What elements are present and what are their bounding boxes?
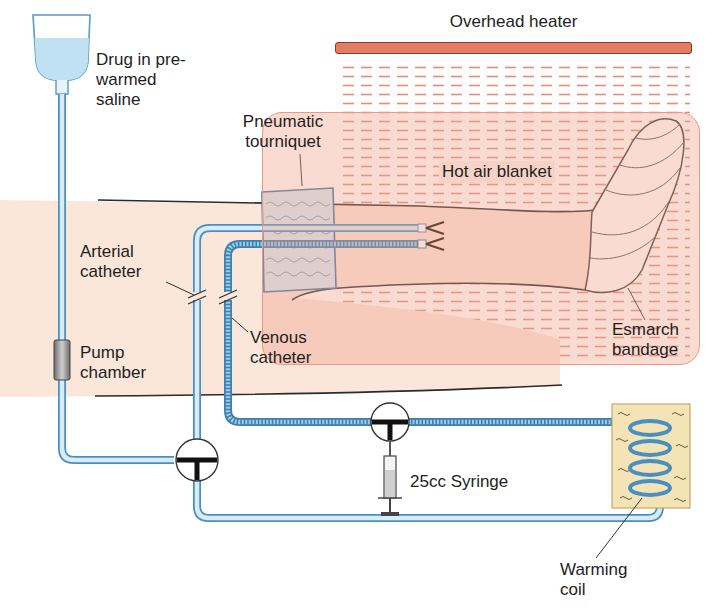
pump-chamber bbox=[54, 340, 70, 380]
stopcock-valve bbox=[176, 439, 218, 481]
warming-coil bbox=[612, 404, 690, 508]
part-label: Pump chamber bbox=[80, 343, 164, 383]
break-marks bbox=[188, 290, 237, 304]
drug-bottle bbox=[33, 15, 90, 94]
drug-label: Drug in pre-warmed saline bbox=[96, 50, 196, 110]
heater-bar: Overhead heater bbox=[335, 12, 692, 54]
part-label: Venous catheter bbox=[250, 328, 342, 368]
drug-line-tube bbox=[54, 94, 174, 460]
part-label: Arterial catheter bbox=[80, 242, 168, 282]
part-label: Warming coil bbox=[560, 560, 640, 600]
part-label: Esmarch bandage bbox=[612, 320, 698, 360]
node-heading: Overhead heater bbox=[335, 12, 692, 32]
heater-element bbox=[335, 42, 692, 54]
stopcock-valve bbox=[371, 403, 409, 441]
part-label: 25cc Syringe bbox=[410, 472, 508, 492]
part-label: Pneumatic tourniquet bbox=[228, 112, 338, 152]
syringe bbox=[378, 441, 402, 516]
node-label: Hot air blanket bbox=[439, 161, 555, 183]
